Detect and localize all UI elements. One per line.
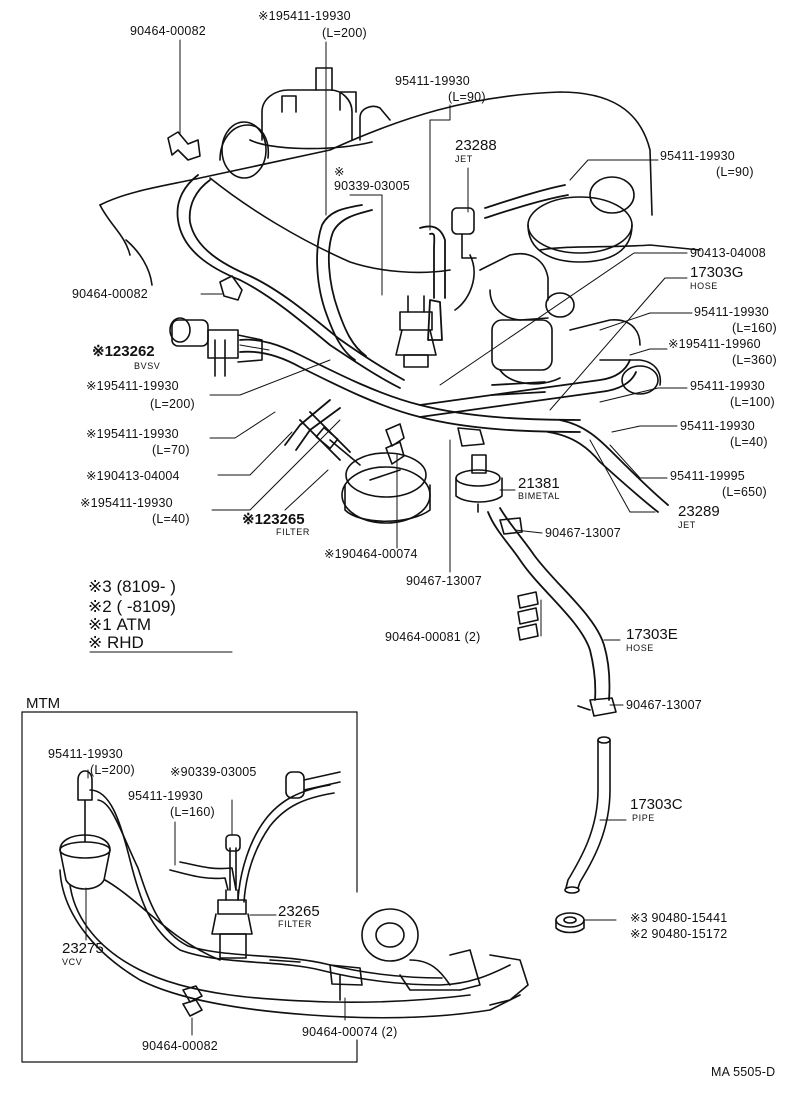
label-21381: 21381 — [518, 475, 560, 492]
leader-lines — [89, 39, 693, 921]
label-l90-b: (L=90) — [716, 165, 754, 179]
label-mtm-filter: FILTER — [278, 919, 312, 929]
label-95411-19930-l90-a: 95411-19930 — [395, 74, 470, 88]
label-90339-03005-mark: ※ — [334, 165, 345, 179]
reference-code: MA 5505-D — [711, 1065, 776, 1079]
label-l200-a: (L=200) — [322, 26, 367, 40]
label-hose-a: HOSE — [690, 281, 718, 291]
label-95411-19930-l160: 95411-19930 — [694, 305, 769, 319]
label-90467-13007-a: 90467-13007 — [545, 526, 621, 540]
label-l360: (L=360) — [732, 353, 777, 367]
label-195411-19930-l200-b: ※195411-19930 — [86, 379, 179, 393]
grommet — [555, 912, 585, 934]
pipe-17303c — [564, 736, 611, 894]
carburetor-assembly — [479, 176, 662, 395]
label-filter-a: FILTER — [276, 527, 310, 537]
vacuum-actuator — [341, 452, 431, 524]
hose-runs — [176, 174, 669, 701]
label-mtm-95411-19930-l160: 95411-19930 — [128, 789, 203, 803]
distributor-cap — [219, 67, 391, 179]
label-23288: 23288 — [455, 137, 497, 154]
legend-row-3: ※3 (8109- ) — [88, 578, 176, 595]
label-17303g: 17303G — [690, 264, 744, 281]
label-90467-13007-c: 90467-13007 — [626, 698, 702, 712]
label-l200-b: (L=200) — [150, 397, 195, 411]
label-l90-a: (L=90) — [448, 90, 486, 104]
label-l40-left: (L=40) — [152, 512, 190, 526]
label-90480-15441: ※3 90480-15441 — [630, 911, 728, 925]
label-17303c: 17303C — [630, 796, 683, 813]
legend-text: ( -8109) — [116, 597, 176, 616]
label-95411-19930-l40-right: 95411-19930 — [680, 419, 755, 433]
label-jet-a: JET — [455, 154, 473, 164]
label-90413-04008: 90413-04008 — [690, 246, 766, 260]
legend-text: ATM — [116, 615, 152, 634]
label-l40-right: (L=40) — [730, 435, 768, 449]
label-l70: (L=70) — [152, 443, 190, 457]
label-90480-15172: ※2 90480-15172 — [630, 927, 728, 941]
label-mtm-90464-00082: 90464-00082 — [142, 1039, 218, 1053]
legend-text: RHD — [106, 633, 144, 652]
label-l100: (L=100) — [730, 395, 775, 409]
bvsv-valve — [169, 317, 263, 377]
label-190413-04004: ※190413-04004 — [86, 469, 180, 483]
label-mtm-23265: 23265 — [278, 903, 320, 920]
label-195411-19930-l200-a: ※195411-19930 — [258, 9, 351, 23]
label-90464-00082-top: 90464-00082 — [130, 24, 206, 38]
label-17303e: 17303E — [626, 626, 678, 643]
clips — [167, 131, 617, 717]
legend-row-0: ※ RHD — [88, 634, 144, 651]
label-l650: (L=650) — [722, 485, 767, 499]
legend-row-2: ※2 ( -8109) — [88, 598, 176, 615]
jet-23288 — [451, 207, 477, 259]
legend-row-1: ※1 ATM — [88, 616, 151, 633]
label-190464-00074: ※190464-00074 — [324, 547, 418, 561]
label-90339-03005: 90339-03005 — [334, 179, 410, 193]
bimetal-valve — [455, 454, 503, 513]
label-123262: ※123262 — [92, 343, 155, 360]
label-bimetal: BIMETAL — [518, 491, 561, 501]
label-195411-19930-l40: ※195411-19930 — [80, 496, 173, 510]
label-l160: (L=160) — [732, 321, 777, 335]
label-90464-00081: 90464-00081 (2) — [385, 630, 481, 644]
label-pipe: PIPE — [632, 813, 655, 823]
label-mtm-90464-00074: 90464-00074 (2) — [302, 1025, 398, 1039]
label-195411-19960: ※195411-19960 — [668, 337, 761, 351]
legend-mark: ※ — [88, 633, 103, 652]
label-23289: 23289 — [678, 503, 720, 520]
label-mtm-23275: 23275 — [62, 940, 104, 957]
label-195411-19930-l70: ※195411-19930 — [86, 427, 179, 441]
label-123265: ※123265 — [242, 511, 305, 528]
label-mtm-vcv: VCV — [62, 957, 83, 967]
engine-outline — [99, 91, 701, 311]
label-95411-19930-l90-b: 95411-19930 — [660, 149, 735, 163]
legend-mark: ※1 — [88, 615, 112, 634]
label-mtm-90339-03005: ※90339-03005 — [170, 765, 257, 779]
label-mtm-l160: (L=160) — [170, 805, 215, 819]
label-90467-13007-b: 90467-13007 — [406, 574, 482, 588]
label-jet-b: JET — [678, 520, 696, 530]
legend-mark: ※2 — [88, 597, 112, 616]
mtm-title: MTM — [26, 695, 61, 712]
label-95411-19995: 95411-19995 — [670, 469, 745, 483]
label-mtm-95411-19930-l200: 95411-19930 — [48, 747, 123, 761]
label-90464-00082-mid: 90464-00082 — [72, 287, 148, 301]
label-bvsv: BVSV — [134, 361, 161, 371]
label-hose-b: HOSE — [626, 643, 654, 653]
label-95411-19930-l100: 95411-19930 — [690, 379, 765, 393]
label-mtm-l200: (L=200) — [90, 763, 135, 777]
vsv-center — [395, 295, 437, 368]
legend-mark: ※3 — [88, 577, 112, 596]
legend-text: (8109- ) — [116, 577, 176, 596]
mtm-inset — [21, 711, 529, 1063]
